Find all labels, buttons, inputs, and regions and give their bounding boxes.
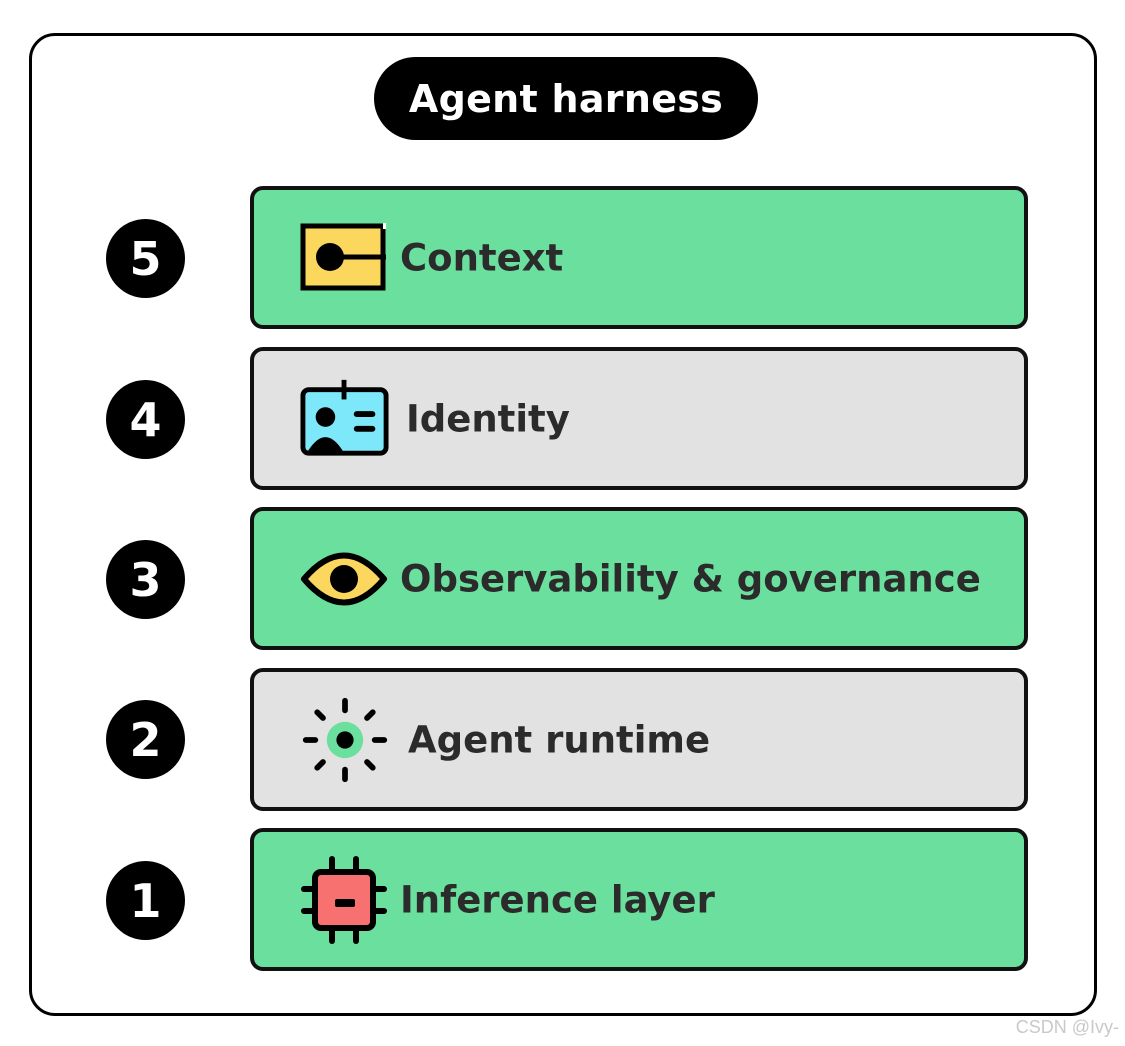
context-card-icon — [300, 213, 390, 303]
sun-icon — [300, 695, 390, 785]
layer-label: Inference layer — [400, 878, 715, 921]
layer-label: Observability & governance — [400, 557, 981, 600]
harness-title: Agent harness — [374, 57, 758, 140]
eye-icon — [300, 534, 390, 624]
layer-observability: Observability & governance — [250, 507, 1028, 650]
layer-number-badge: 3 — [106, 540, 185, 619]
layer-context: Context — [250, 186, 1028, 329]
layer-number-badge: 2 — [106, 700, 185, 779]
layer-number-badge: 5 — [106, 219, 185, 298]
layer-inference: Inference layer — [250, 828, 1028, 971]
layer-identity: Identity — [250, 347, 1028, 490]
layer-number-badge: 1 — [106, 861, 185, 940]
layer-label: Identity — [406, 397, 570, 440]
layer-label: Context — [400, 236, 564, 279]
layer-label: Agent runtime — [408, 718, 711, 761]
id-badge-icon — [300, 374, 390, 464]
layer-runtime: Agent runtime — [250, 668, 1028, 811]
layer-number-badge: 4 — [106, 380, 185, 459]
chip-icon — [300, 855, 390, 945]
watermark: CSDN @Ivy- — [1015, 1017, 1119, 1037]
